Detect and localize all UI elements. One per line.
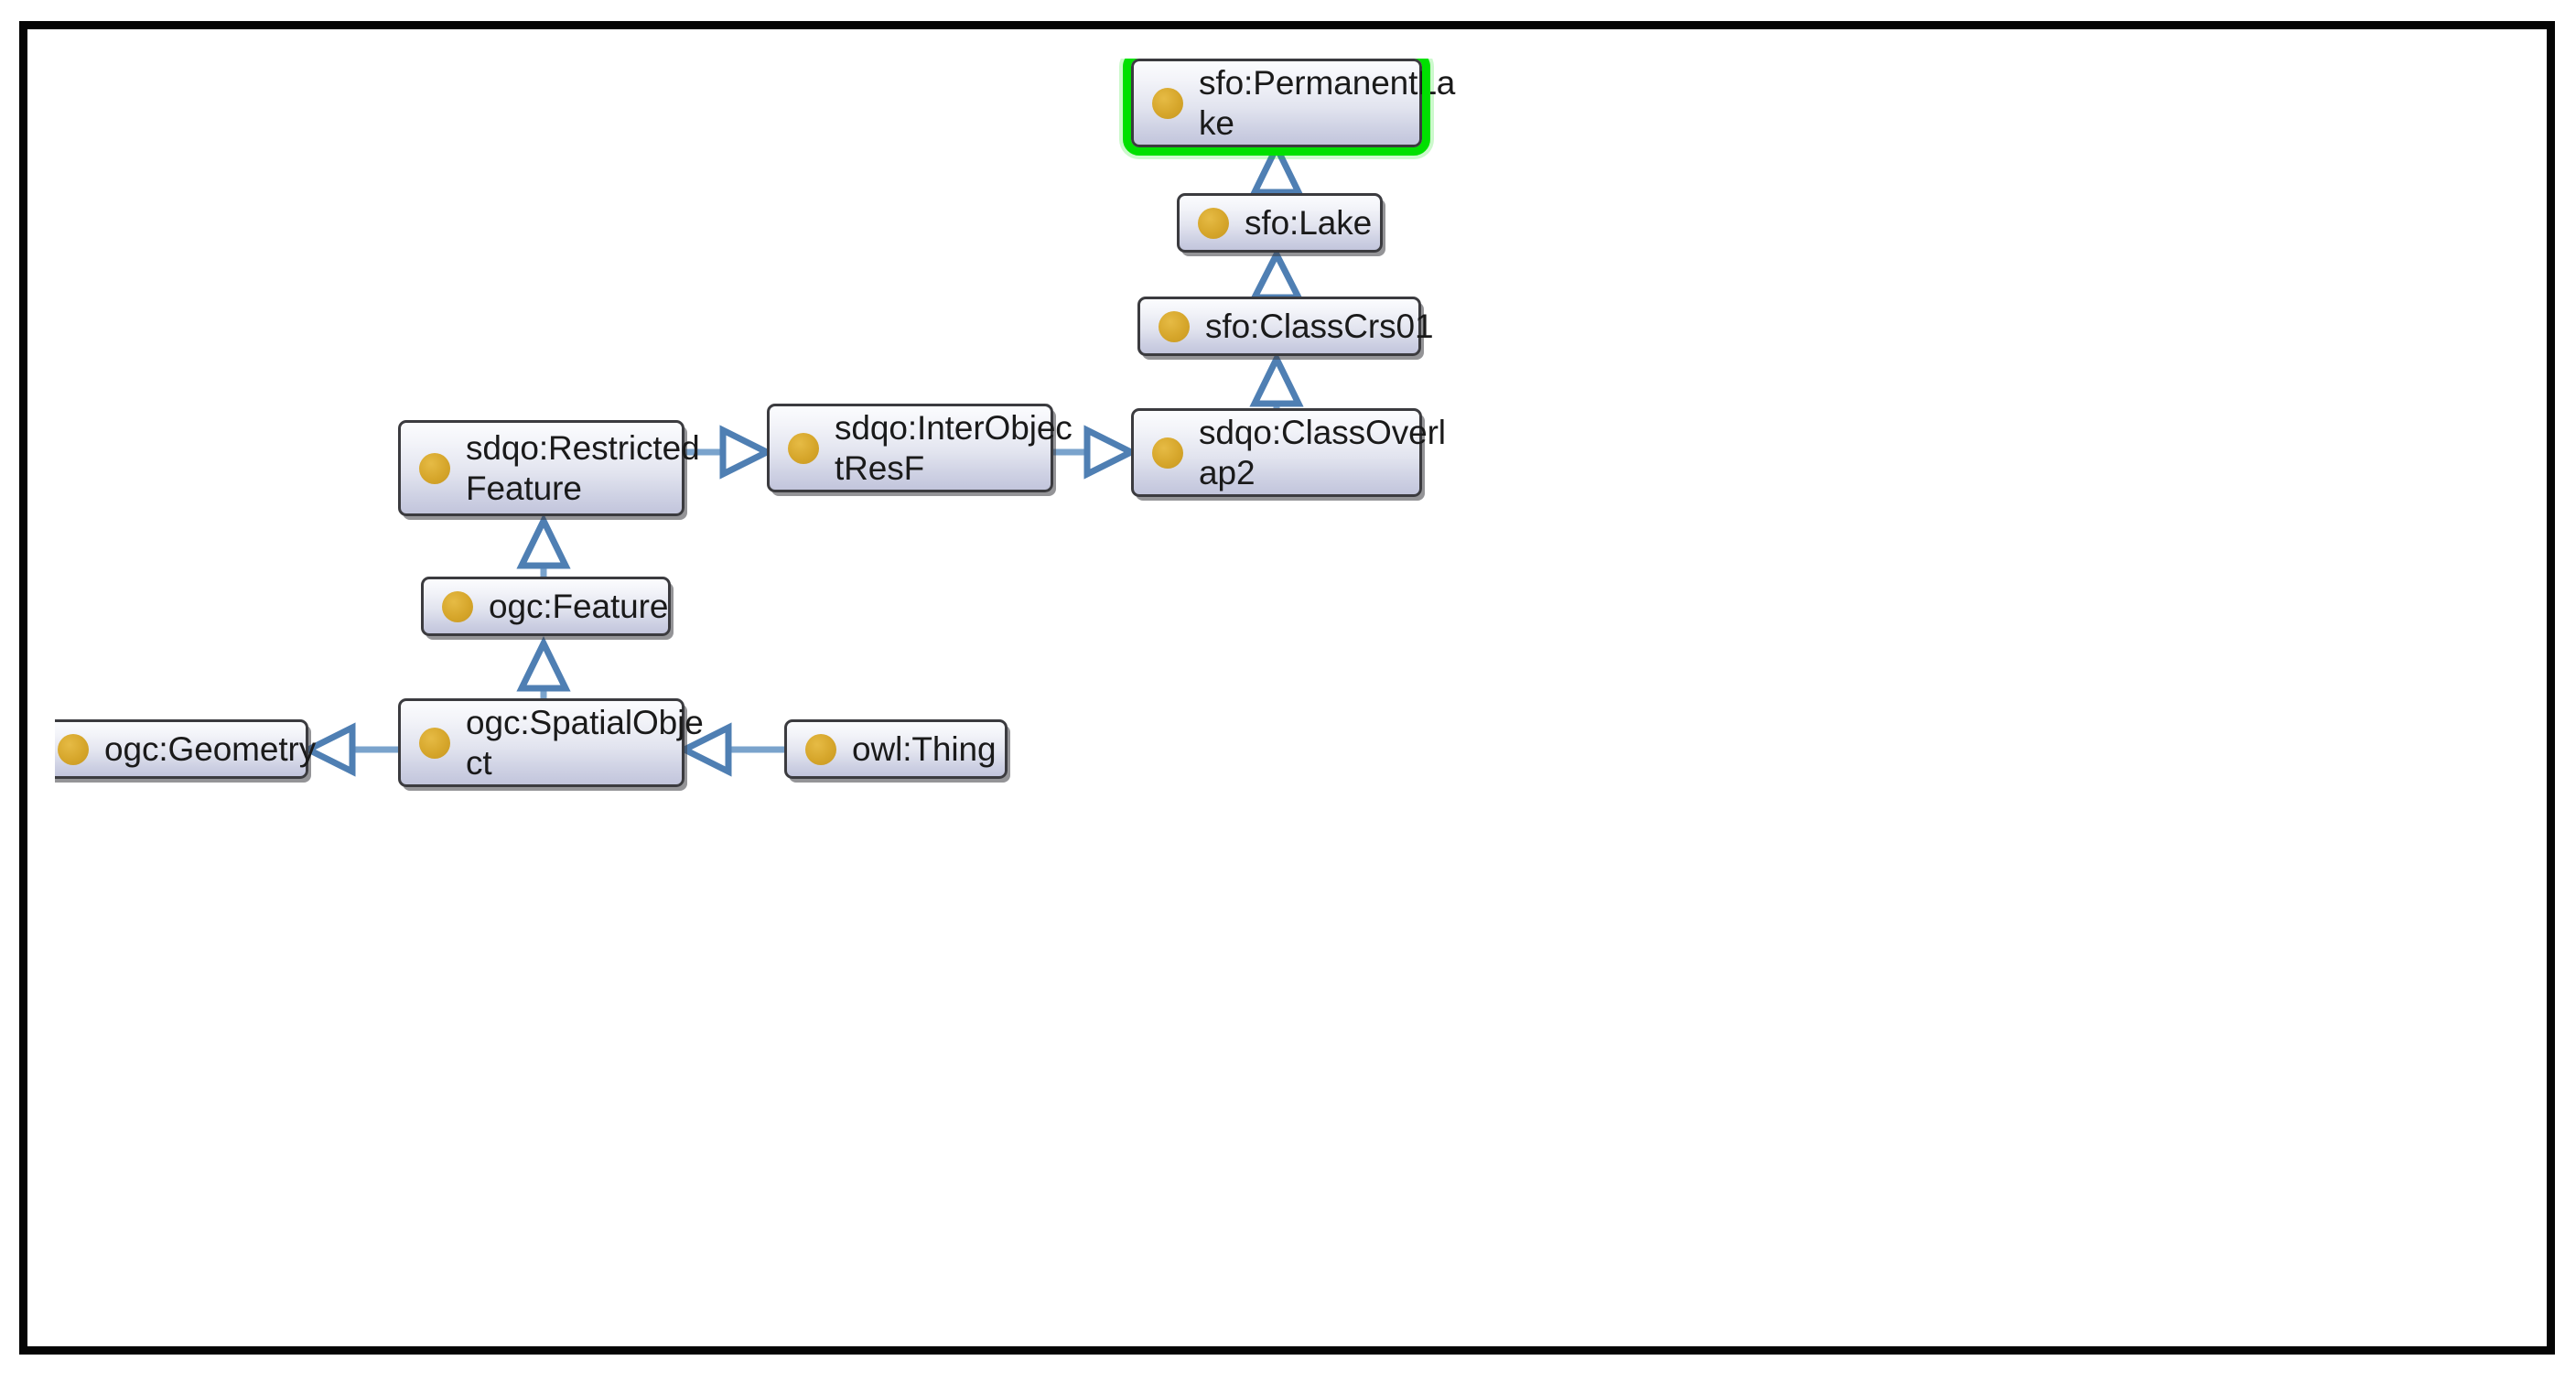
diagram-frame: .lnk{stroke:#7aa3cc;stroke-width:7;fill:… <box>19 21 2555 1355</box>
node-ogc-feature[interactable]: ogc:Feature <box>421 577 671 636</box>
class-bullet-icon <box>805 733 836 765</box>
edge-feature-to-restrictedfeature <box>516 513 571 577</box>
class-bullet-icon <box>58 733 89 765</box>
class-bullet-icon <box>419 727 450 759</box>
node-sfo-lake[interactable]: sfo:Lake <box>1177 193 1383 253</box>
edge-classcrs01-to-lake <box>1249 247 1304 301</box>
edge-spatialobject-to-geometry <box>301 722 398 777</box>
class-bullet-icon <box>1198 207 1229 239</box>
graph-surface[interactable]: .lnk{stroke:#7aa3cc;stroke-width:7;fill:… <box>55 59 2574 1376</box>
node-sfo-classcrs01[interactable]: sfo:ClassCrs01 <box>1137 297 1434 356</box>
class-bullet-icon <box>1159 310 1190 342</box>
node-label: sdqo:ClassOverl ap2 <box>1199 413 1446 491</box>
edge-spatialobject-to-feature <box>516 636 571 698</box>
node-label: ogc:Feature <box>489 587 669 625</box>
node-label: ogc:Geometry <box>104 729 317 768</box>
node-label: owl:Thing <box>852 729 997 768</box>
class-bullet-icon <box>1152 437 1183 469</box>
node-label: sfo:PermanentLa ke <box>1199 63 1456 142</box>
node-owl-thing[interactable]: owl:Thing <box>784 719 1008 779</box>
node-sfo-permanentlake[interactable]: sfo:PermanentLa ke <box>1123 59 1455 156</box>
node-sdqo-restrictedfeature[interactable]: sdqo:Restricted Feature <box>398 420 700 516</box>
class-bullet-icon <box>1152 87 1183 119</box>
node-label: sdqo:Restricted Feature <box>466 428 700 507</box>
node-label: sfo:Lake <box>1245 203 1373 242</box>
node-ogc-spatialobject[interactable]: ogc:SpatialObje ct <box>398 698 704 787</box>
edge-classoverlap2-to-classcrs01 <box>1249 351 1304 408</box>
node-label: sdqo:InterObjec tResF <box>835 408 1072 487</box>
node-sdqo-classoverlap2[interactable]: sdqo:ClassOverl ap2 <box>1131 408 1446 497</box>
class-bullet-icon <box>788 432 819 464</box>
node-sdqo-interobjectresf[interactable]: sdqo:InterObjec tResF <box>767 404 1072 492</box>
node-label: ogc:SpatialObje ct <box>466 703 704 782</box>
node-ogc-geometry[interactable]: ogc:Geometry <box>55 719 316 779</box>
class-bullet-icon <box>419 452 450 484</box>
node-label: sfo:ClassCrs01 <box>1205 307 1434 345</box>
class-bullet-icon <box>442 590 473 622</box>
edge-lake-to-permanentlake <box>1249 140 1304 196</box>
